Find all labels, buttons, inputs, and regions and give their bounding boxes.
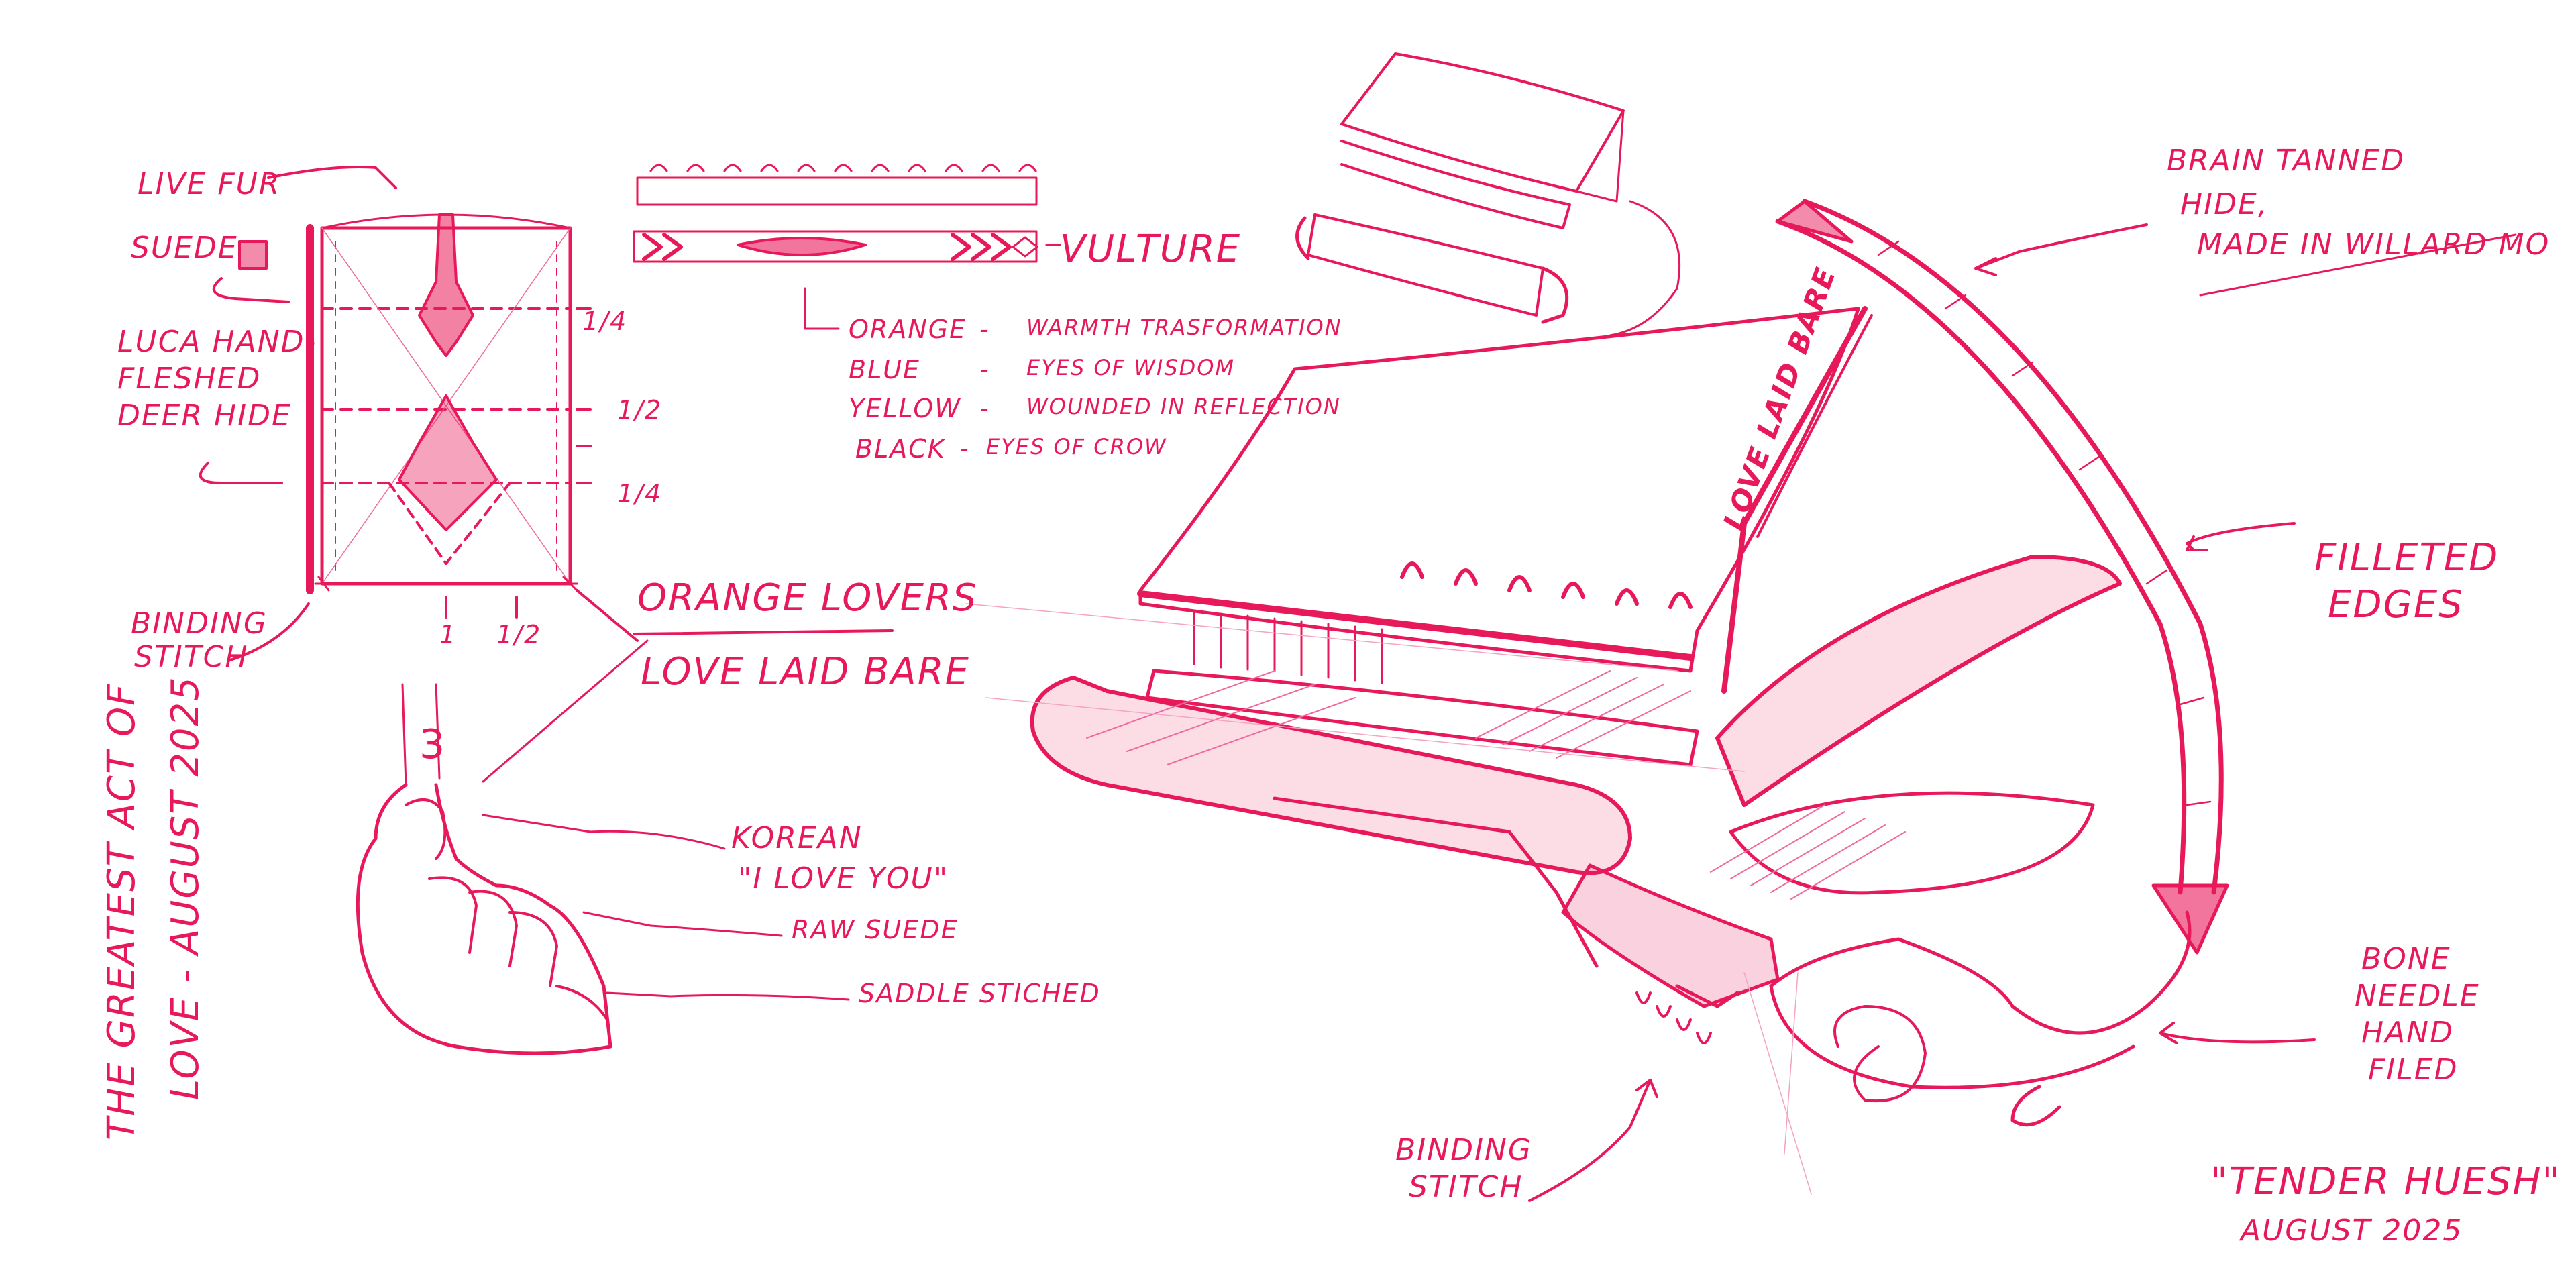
small-book-drawing <box>1297 54 1680 335</box>
binding-stitch-right-line2: STITCH <box>1409 1171 1523 1205</box>
binding-stitch-label-line1: BINDING <box>131 607 268 641</box>
dimension-quarter-top: 1/4 <box>582 307 627 337</box>
legend-key: BLACK <box>855 435 946 464</box>
brain-tanned-label-line1: BRAIN TANNED <box>2167 144 2405 178</box>
dimension-one: 1 <box>439 621 457 650</box>
filleted-edges-label-line1: FILLETED <box>2314 537 2499 580</box>
legend-key: YELLOW <box>849 394 961 424</box>
bone-needle-label-line1: BONE <box>2361 943 2451 977</box>
korean-label-line2: "I LOVE YOU" <box>738 862 949 896</box>
brain-tanned-label-line3: MADE IN WILLARD MO <box>2197 228 2550 262</box>
suede-label: SUEDE <box>131 231 238 266</box>
raw-suede-label: RAW SUEDE <box>792 916 959 945</box>
spine-strip-diagram <box>634 165 1060 329</box>
legend-dash: - <box>979 394 990 424</box>
dimension-quarter-bottom: 1/4 <box>617 480 662 509</box>
korean-label-line1: KOREAN <box>731 822 863 856</box>
title-line1: ORANGE LOVERS <box>637 577 977 620</box>
bone-needle-label-line2: NEEDLE <box>2355 979 2480 1014</box>
brain-tanned-label-line2: HIDE, <box>2180 188 2269 222</box>
vertical-note-line2: LOVE - AUGUST 2025 <box>164 676 207 1100</box>
vertical-note-line1: THE GREATEST ACT OF <box>101 683 144 1140</box>
legend-value: EYES OF WISDOM <box>1026 356 1235 380</box>
bone-needle-label-line3: HAND <box>2361 1016 2454 1051</box>
title-line2: LOVE LAID BARE <box>641 651 970 694</box>
legend-dash: - <box>959 435 970 464</box>
dimension-half-bottom: 1/2 <box>496 621 541 650</box>
binding-stitch-right-line1: BINDING <box>1395 1134 1532 1168</box>
live-fur-label: LIVE FUR <box>138 168 280 202</box>
legend-key: ORANGE <box>849 315 967 345</box>
signature-line1: "TENDER HUESH" <box>2210 1161 2561 1203</box>
vulture-label: VULTURE <box>1060 228 1241 271</box>
luca-label-line3: DEER HIDE <box>117 399 292 433</box>
legend-value: WARMTH TRASFORMATION <box>1026 315 1342 340</box>
svg-text:3: 3 <box>419 721 445 768</box>
legend-dash: - <box>979 315 990 345</box>
legend-dash: - <box>979 356 990 385</box>
legend-value: WOUNDED IN REFLECTION <box>1026 394 1341 419</box>
saddle-stitched-label: SADDLE STICHED <box>859 979 1101 1009</box>
signature-line2: AUGUST 2025 <box>2241 1214 2463 1248</box>
luca-label-line1: LUCA HAND- <box>117 325 317 360</box>
legend-value: EYES OF CROW <box>986 435 1167 460</box>
dimension-half: 1/2 <box>617 396 662 425</box>
filleted-edges-label-line2: EDGES <box>2328 584 2464 627</box>
luca-label-line2: FLESHED <box>117 362 261 396</box>
legend-key: BLUE <box>849 356 920 385</box>
binding-stitch-label-line2: STITCH <box>134 641 248 675</box>
bone-needle-label-line4: FILED <box>2368 1053 2458 1087</box>
